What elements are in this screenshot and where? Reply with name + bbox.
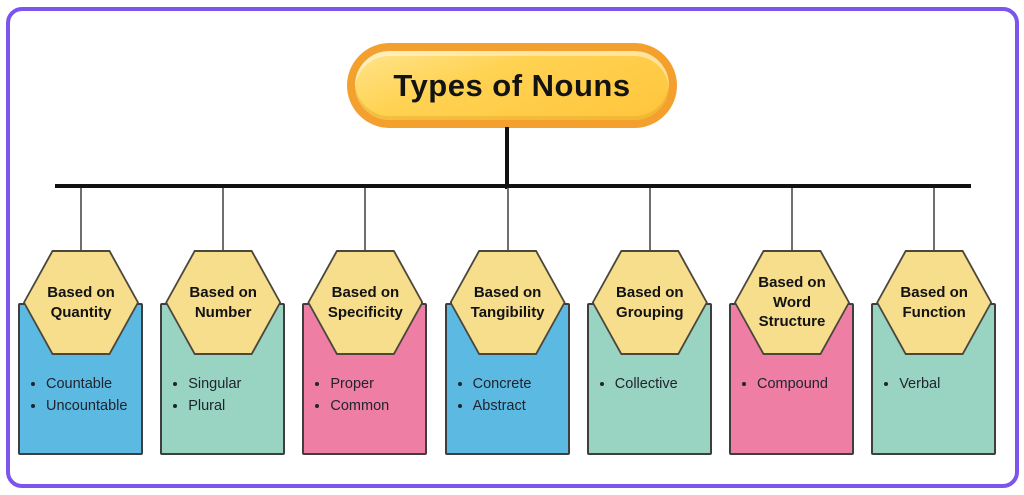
bullet-item: Singular: [188, 375, 241, 394]
hexagon-label: Based on Specificity: [307, 250, 424, 355]
category-card: Based on Tangibility ConcreteAbstract: [444, 250, 570, 456]
drop-connector: [791, 188, 793, 252]
bullet-item: Collective: [615, 375, 678, 394]
drop-connector: [648, 188, 651, 252]
category-card: Based on Number SingularPlural: [160, 250, 286, 456]
bullet-item: Concrete: [473, 375, 532, 394]
card-bullet-list: ProperCommon: [308, 372, 389, 419]
diagram-title-pill: Types of Nouns: [347, 43, 677, 128]
card-bullet-list: Collective: [593, 372, 678, 397]
category-card: Based on Specificity ProperCommon: [302, 250, 428, 456]
card-bullet-list: Verbal: [877, 372, 940, 397]
category-card: Based on Quantity CountableUncountable: [18, 250, 143, 456]
card-label: Based on Number: [189, 284, 257, 321]
diagram-title: Types of Nouns: [393, 67, 631, 103]
bullet-item: Verbal: [899, 375, 940, 394]
drop-connector: [222, 188, 225, 252]
bullet-item: Abstract: [473, 397, 532, 416]
card-label: Based on Grouping: [616, 284, 684, 321]
bullet-item: Proper: [330, 375, 389, 394]
card-label: Based on Specificity: [327, 284, 403, 321]
category-card: Based on Word Structure Compound: [729, 250, 854, 456]
drop-connector: [506, 188, 509, 252]
card-label: Based on Word Structure: [758, 274, 826, 331]
horizontal-connector: [55, 184, 971, 188]
card-bullet-list: CountableUncountable: [24, 372, 127, 419]
card-bullet-list: SingularPlural: [166, 372, 241, 419]
card-bullet-list: ConcreteAbstract: [451, 372, 532, 419]
bullet-item: Compound: [757, 375, 828, 394]
drop-connector: [933, 188, 936, 252]
drop-connector: [80, 188, 82, 252]
card-label: Based on Quantity: [47, 284, 115, 321]
category-card: Based on Function Verbal: [871, 250, 997, 456]
card-label: Based on Function: [900, 284, 968, 321]
bullet-item: Plural: [188, 397, 241, 416]
bullet-item: Common: [330, 397, 389, 416]
category-card: Based on Grouping Collective: [586, 250, 712, 456]
bullet-item: Uncountable: [46, 397, 127, 416]
title-stem-connector: [505, 127, 509, 189]
bullet-item: Countable: [46, 375, 127, 394]
drop-connector: [364, 188, 367, 252]
hexagon-label: Based on Word Structure: [734, 250, 850, 355]
card-label: Based on Tangibility: [470, 284, 545, 321]
card-bullet-list: Compound: [735, 372, 828, 397]
